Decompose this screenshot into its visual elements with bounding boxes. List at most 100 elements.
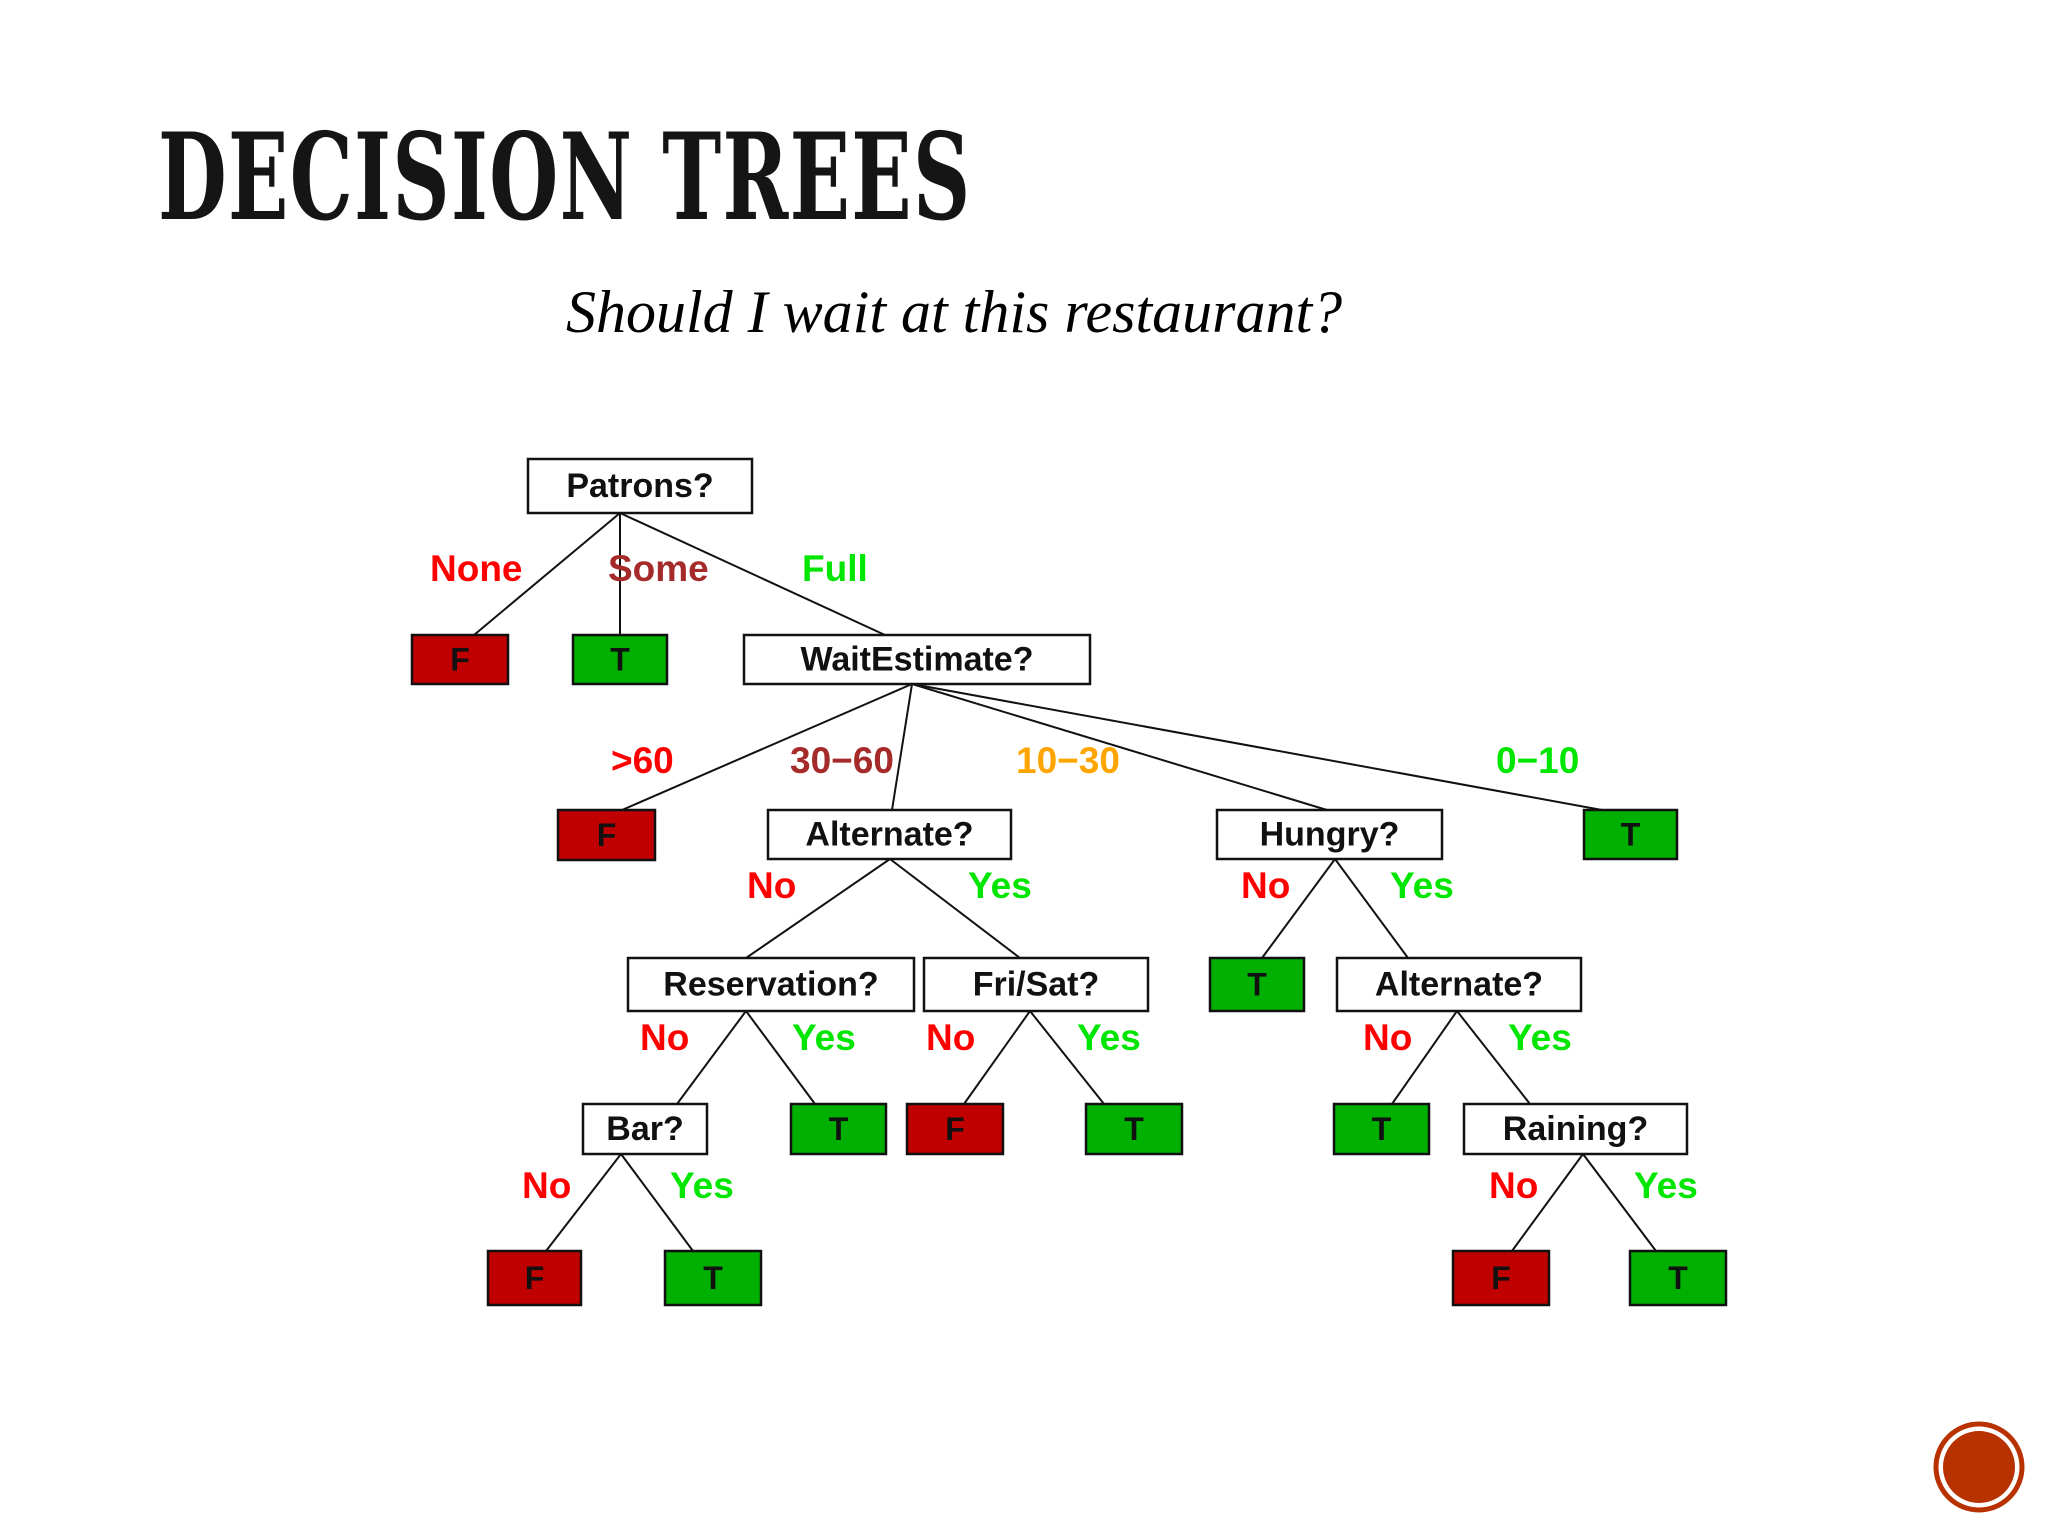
question-node: Raining?	[1462, 1102, 1689, 1156]
leaf-box	[1628, 1249, 1728, 1307]
leaf-node-F: F	[1451, 1249, 1551, 1307]
question-node: Hungry?	[1215, 808, 1444, 861]
edge-label: Yes	[1390, 865, 1454, 906]
next-slide-button[interactable]	[1933, 1421, 2025, 1513]
leaf-label: T	[703, 1260, 723, 1296]
question-label: Patrons?	[566, 467, 713, 505]
leaf-label: F	[597, 817, 617, 853]
leaf-box	[1208, 956, 1306, 1013]
edge-label: Yes	[1077, 1017, 1141, 1058]
leaf-box	[1582, 808, 1679, 861]
tree-edge	[745, 1010, 816, 1105]
leaf-label: F	[945, 1111, 965, 1147]
leaf-label: F	[525, 1260, 545, 1296]
tree-edge	[473, 512, 621, 636]
question-node: Fri/Sat?	[922, 956, 1150, 1013]
nav-button-fill[interactable]	[1943, 1431, 2015, 1503]
leaf-label: F	[1491, 1260, 1511, 1296]
edge-label: >60	[611, 740, 674, 781]
edge-label: No	[926, 1017, 975, 1058]
edge-label: Yes	[1634, 1165, 1698, 1206]
tree-edge	[1582, 1153, 1657, 1252]
leaf-label: F	[450, 642, 470, 678]
tree-edge	[1261, 858, 1336, 959]
question-label: WaitEstimate?	[800, 641, 1033, 679]
tree-edge	[1391, 1010, 1458, 1105]
leaf-node-F: F	[905, 1102, 1005, 1156]
leaf-node-T: T	[1332, 1102, 1431, 1156]
tree-edge	[911, 683, 1328, 811]
leaf-node-T: T	[1582, 808, 1679, 861]
tree-edge	[1334, 858, 1409, 959]
leaf-label: T	[610, 642, 630, 678]
leaf-node-F: F	[410, 633, 510, 686]
question-box	[742, 633, 1092, 686]
subtitle-text: Should I wait at this restaurant?	[566, 279, 1343, 345]
question-node: Reservation?	[626, 956, 916, 1013]
tree-edge	[1511, 1153, 1584, 1252]
question-label: Bar?	[606, 1110, 683, 1148]
leaf-label: T	[829, 1111, 849, 1147]
question-box	[1215, 808, 1444, 861]
leaf-node-F: F	[486, 1249, 583, 1307]
leaf-node-T: T	[571, 633, 669, 686]
tree-edge	[545, 1153, 622, 1252]
leaf-box	[1084, 1102, 1184, 1156]
edge-label: Yes	[670, 1165, 734, 1206]
question-label: Hungry?	[1260, 816, 1400, 854]
leaf-node-T: T	[663, 1249, 763, 1307]
question-label: Fri/Sat?	[973, 966, 1100, 1004]
slide-title: DECISION TREES	[158, 107, 972, 248]
leaf-label: T	[1372, 1111, 1392, 1147]
leaf-node-T: T	[789, 1102, 888, 1156]
leaf-box	[905, 1102, 1005, 1156]
tree-edge	[1456, 1010, 1531, 1105]
tree-edge	[911, 683, 1603, 811]
edge-label: No	[1363, 1017, 1412, 1058]
leaf-node-F: F	[556, 808, 657, 862]
tree-edge	[621, 683, 913, 811]
leaf-box	[486, 1249, 583, 1307]
edge-label: Yes	[1508, 1017, 1572, 1058]
question-label: Alternate?	[805, 816, 973, 854]
edge-label: Yes	[968, 865, 1032, 906]
leaf-box	[1332, 1102, 1431, 1156]
question-node: Bar?	[581, 1102, 709, 1156]
edge-label: No	[1489, 1165, 1538, 1206]
question-box	[581, 1102, 709, 1156]
leaf-box	[663, 1249, 763, 1307]
tree-nodes: Patrons? F T WaitEstimate? F Alternate? Hungry…	[410, 457, 1728, 1307]
leaf-label: T	[1621, 817, 1641, 853]
leaf-box	[1451, 1249, 1551, 1307]
leaf-box	[556, 808, 657, 862]
tree-edge	[963, 1010, 1031, 1105]
tree-edge	[619, 512, 886, 636]
question-node: Alternate?	[1335, 956, 1583, 1013]
edge-label: No	[640, 1017, 689, 1058]
leaf-label: T	[1668, 1260, 1688, 1296]
leaf-label: T	[1124, 1111, 1144, 1147]
question-node: WaitEstimate?	[742, 633, 1092, 686]
tree-edge	[891, 683, 913, 811]
question-node: Alternate?	[766, 808, 1013, 861]
tree-edge	[889, 858, 1021, 959]
question-node: Patrons?	[526, 457, 754, 515]
edge-label: Some	[608, 548, 709, 589]
edge-label: No	[1241, 865, 1290, 906]
tree-edge	[1029, 1010, 1105, 1105]
edge-label: 10−30	[1016, 740, 1120, 781]
edge-label: Yes	[792, 1017, 856, 1058]
tree-edge	[676, 1010, 747, 1105]
leaf-node-T: T	[1628, 1249, 1728, 1307]
question-label: Reservation?	[663, 966, 878, 1004]
question-label: Alternate?	[1375, 966, 1543, 1004]
leaf-node-T: T	[1084, 1102, 1184, 1156]
question-box	[526, 457, 754, 515]
edge-label: Full	[802, 548, 868, 589]
edge-label: No	[522, 1165, 571, 1206]
tree-edge	[620, 1153, 694, 1252]
leaf-node-T: T	[1208, 956, 1306, 1013]
leaf-box	[789, 1102, 888, 1156]
